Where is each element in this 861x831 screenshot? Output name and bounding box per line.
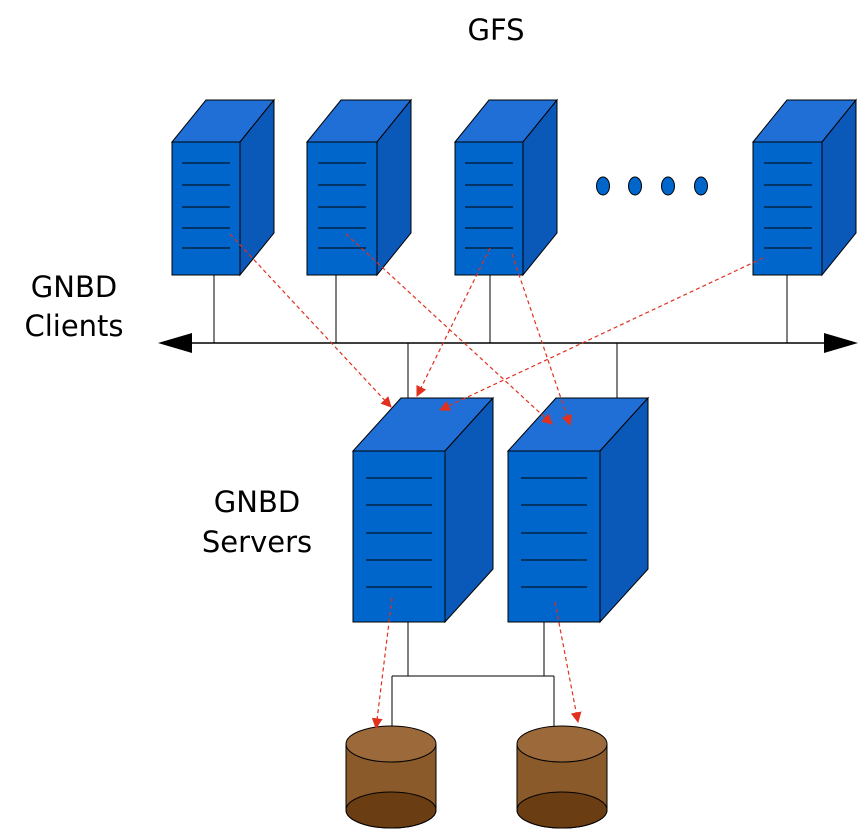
network-bus — [158, 275, 858, 398]
network-arrow-right — [824, 333, 858, 353]
server-tower-icon — [506, 396, 650, 624]
servers-label-line1: GNBD — [214, 485, 300, 519]
client-server-3 — [453, 98, 559, 277]
clients-label-line2: Clients — [24, 309, 123, 343]
ellipsis-dots-icon — [596, 176, 708, 196]
server-tower-icon — [453, 98, 559, 277]
server-tower-icon — [351, 396, 495, 624]
io-path-client2-server2 — [345, 233, 553, 425]
disk-cylinder-icon — [516, 725, 608, 829]
client-server-1 — [170, 98, 276, 277]
io-path-server1-disk1 — [371, 597, 393, 730]
diagram-title: GFS — [467, 13, 524, 47]
disk-cylinder-icon — [345, 725, 437, 829]
io-path-client3-server2 — [511, 253, 572, 427]
client-server-4 — [751, 98, 858, 277]
network-arrow-left — [158, 333, 192, 353]
io-paths — [229, 233, 764, 730]
storage-disk-1 — [345, 725, 437, 829]
gnbd-server-1 — [351, 396, 495, 624]
io-path-server2-disk2 — [554, 601, 582, 724]
server-tower-icon — [170, 98, 276, 277]
clients-label-line1: GNBD — [31, 270, 117, 304]
servers-label-line2: Servers — [202, 525, 312, 559]
storage-disk-2 — [516, 725, 608, 829]
server-tower-icon — [751, 98, 858, 277]
client-server-2 — [305, 98, 413, 277]
storage-links — [391, 622, 555, 728]
io-path-client1-server1 — [229, 233, 392, 408]
io-path-client3-server1 — [416, 247, 491, 397]
io-path-client4-server1 — [439, 257, 764, 411]
gnbd-server-2 — [506, 396, 650, 624]
server-tower-icon — [305, 98, 413, 277]
